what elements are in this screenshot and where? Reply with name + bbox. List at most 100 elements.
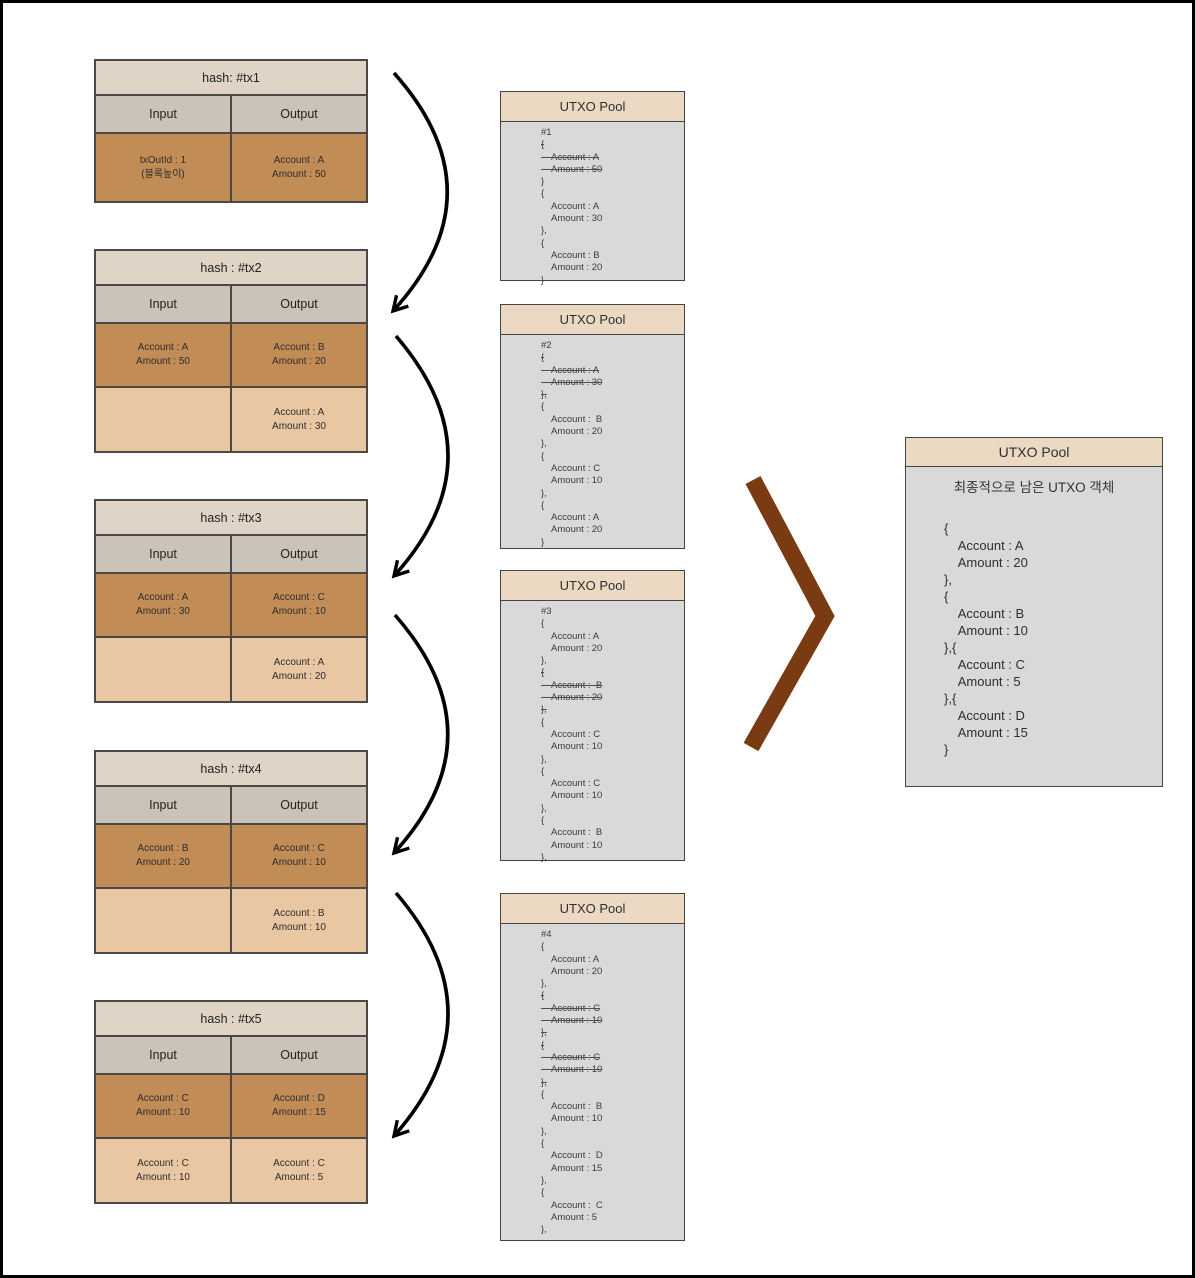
pool-line: Amount : 10 (541, 741, 603, 753)
pool-line: }, (541, 438, 547, 450)
pool-line: Amount : 10 (541, 1113, 603, 1125)
pool-line: Amount : 20 (541, 692, 603, 704)
final-pool-line: Account : C (944, 657, 1025, 672)
utxo-pool-title: UTXO Pool (501, 894, 684, 924)
pool-line: }, (541, 753, 547, 765)
pool-line: Account : A (541, 953, 600, 965)
pool-line: Account : B (541, 1101, 603, 1113)
tx-column-header-output: Output (230, 787, 366, 823)
tx-column-header-input: Input (149, 547, 177, 561)
pool-line: Amount : 20 (541, 965, 603, 977)
pool-line: Account : C (541, 1002, 601, 1014)
pool-line: { (541, 352, 545, 364)
pool-line: { (541, 450, 545, 462)
tx-column-headers: Input Output (96, 1037, 366, 1075)
final-pool-line: Amount : 5 (944, 674, 1021, 689)
pool-line: Amount : 10 (541, 839, 603, 851)
pool-line: #3 (541, 606, 552, 617)
pool-line: Account : A (541, 630, 600, 642)
pool-line: }, (541, 1027, 547, 1039)
flow-arrow-tx1-tx2 (390, 71, 450, 314)
tx-column-header-output: Output (230, 536, 366, 572)
utxo-pool-3: UTXO Pool#3{ Account : A Amount : 20},{ … (500, 570, 685, 863)
final-pool-line: Amount : 15 (944, 725, 1028, 740)
tx-column-header-output: Output (230, 96, 366, 132)
tx-column-header-input: Input (149, 107, 177, 121)
pool-line: }, (541, 655, 547, 667)
final-pool-line: Account : B (944, 606, 1025, 621)
pool-line: { (541, 990, 545, 1002)
pool-line: { (541, 1138, 545, 1150)
pool-line: { (541, 499, 545, 511)
pool-line: }, (541, 978, 547, 990)
pool-line: Account : A (541, 364, 600, 376)
final-pool-line: Account : D (944, 708, 1025, 723)
pool-line: }, (541, 1174, 547, 1186)
pool-line: }, (541, 1224, 547, 1236)
pool-line: } (541, 176, 545, 188)
pool-line: }, (541, 1076, 547, 1088)
pool-line: Amount : 20 (541, 642, 603, 654)
pool-line: { (541, 765, 545, 777)
pool-line: Account : A (541, 200, 600, 212)
utxo-pool-4: UTXO Pool#4{ Account : A Amount : 20},{ … (500, 893, 685, 1241)
pool-line: { (541, 667, 545, 679)
flow-arrow-tx4-tx5 (391, 891, 450, 1139)
pool-line: Amount : 20 (541, 524, 603, 536)
pool-line: { (541, 401, 545, 413)
tx-column-header-output: Output (230, 286, 366, 322)
flow-arrow-tx3-tx4 (391, 613, 450, 856)
pool-line: } (541, 274, 545, 286)
pool-line: Amount : 30 (541, 213, 603, 225)
pool-line: #1 (541, 127, 552, 138)
tx-column-header-input: Input (149, 1048, 177, 1062)
pool-line: { (541, 1088, 545, 1100)
pool-line: } (541, 536, 545, 548)
final-pool-line: Amount : 10 (944, 623, 1028, 638)
final-pool-line: { (944, 589, 949, 604)
pool-line: Account : A (541, 151, 600, 163)
pool-line: }, (541, 851, 547, 863)
pool-line: }, (541, 487, 547, 499)
tx-input-cell (96, 638, 230, 701)
pool-line: { (541, 618, 545, 630)
pool-line: Account : C (541, 462, 601, 474)
pool-line: }, (541, 389, 547, 401)
final-pool-line: Account : A (944, 538, 1024, 553)
pool-line: { (541, 1187, 545, 1199)
final-utxo-pool-subtitle: 최종적으로 남은 UTXO 객체 (953, 480, 1115, 495)
pool-line: { (541, 716, 545, 728)
tx-column-header-output: Output (230, 1037, 366, 1073)
pool-line: Account : C (541, 1199, 603, 1211)
pool-line: Account : A (541, 512, 600, 524)
utxo-pool-content: #1{ Account : A Amount : 50}{ Account : … (501, 122, 684, 291)
pool-line: }, (541, 704, 547, 716)
utxo-pool-1: UTXO Pool#1{ Account : A Amount : 50}{ A… (500, 91, 685, 286)
pool-line: Account : B (541, 679, 603, 691)
pool-line: { (541, 941, 545, 953)
final-pool-line: { (944, 521, 949, 536)
pool-line: }, (541, 225, 547, 237)
pool-line: { (541, 237, 545, 249)
pool-line: Amount : 10 (541, 790, 603, 802)
pool-line: Account : C (541, 1051, 601, 1063)
